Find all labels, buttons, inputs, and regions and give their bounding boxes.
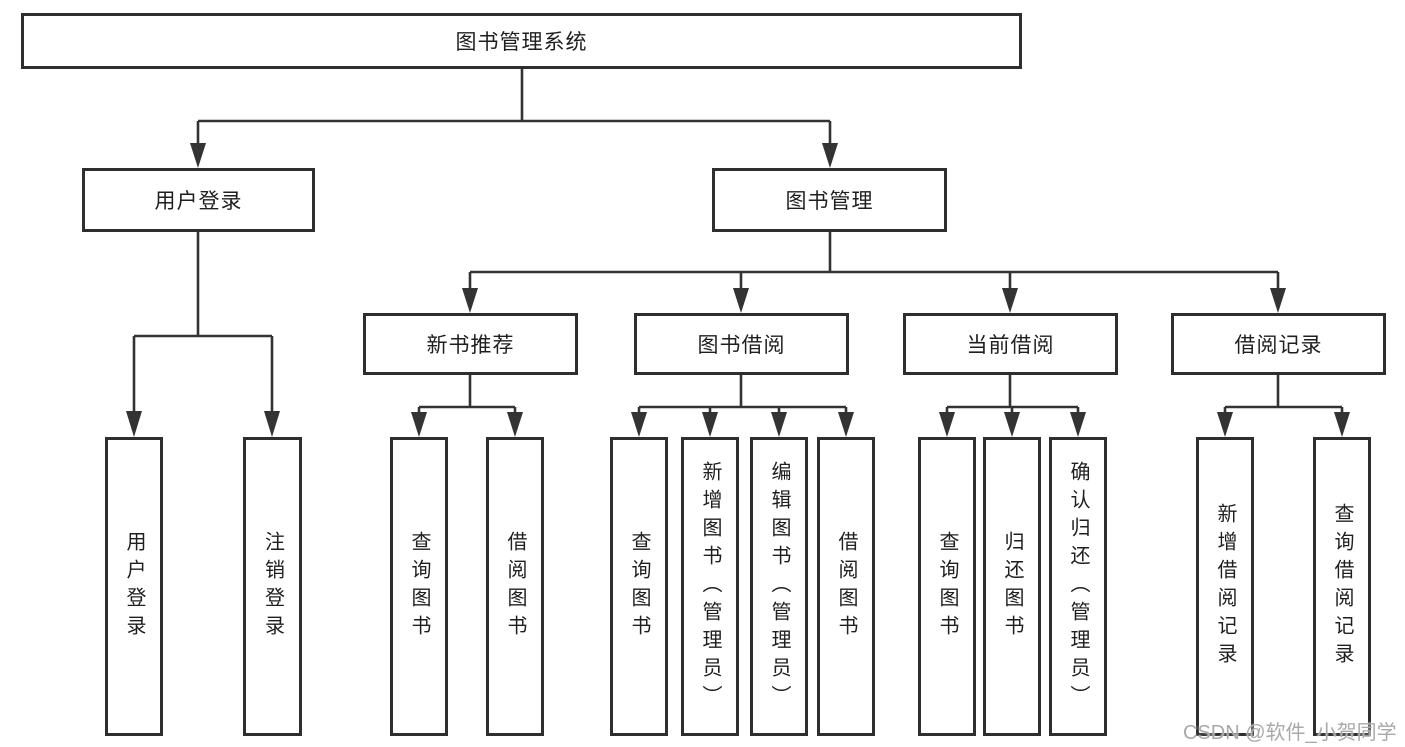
leaf-add-borrow-record: 新增借阅记录 — [1196, 437, 1254, 736]
leaf-query-books-current-label: 查询图书 — [936, 530, 958, 643]
leaf-logout-label: 注销登录 — [261, 530, 284, 643]
leaf-query-books-borrowing: 查询图书 — [610, 437, 668, 736]
edge-bookmgmt-to-level3 — [468, 232, 1280, 289]
edge-records-to-leaves — [1223, 375, 1344, 413]
node-root-label: 图书管理系统 — [455, 31, 588, 54]
leaf-return-book: 归还图书 — [983, 437, 1041, 736]
node-new-books-label: 新书推荐 — [426, 334, 515, 357]
leaf-user-login: 用户登录 — [105, 437, 163, 736]
leaf-borrow-books-newbooks: 借阅图书 — [486, 437, 544, 736]
leaf-add-book-admin-label: 新增图书（管理员） — [699, 460, 721, 713]
node-borrow-records: 借阅记录 — [1171, 313, 1386, 375]
csdn-watermark: CSDN @软件_小贺同学 — [1183, 722, 1397, 744]
leaf-user-login-label: 用户登录 — [123, 530, 145, 643]
edge-current-to-leaves — [945, 375, 1080, 413]
leaf-query-borrow-record-label: 查询借阅记录 — [1331, 502, 1353, 671]
node-user-login: 用户登录 — [82, 168, 315, 232]
leaf-edit-book-admin-label: 编辑图书（管理员） — [768, 460, 790, 713]
node-root: 图书管理系统 — [21, 13, 1022, 69]
leaf-edit-book-admin: 编辑图书（管理员） — [750, 437, 808, 736]
edge-newbooks-to-leaves — [417, 375, 517, 413]
leaf-borrow-books-newbooks-label: 借阅图书 — [504, 530, 526, 643]
leaf-borrow-books-borrowing-label: 借阅图书 — [835, 530, 857, 643]
leaf-query-books-current: 查询图书 — [918, 437, 976, 736]
node-book-borrowing-label: 图书借阅 — [697, 334, 786, 357]
edge-userlogin-to-leaves — [132, 232, 274, 413]
node-book-borrowing: 图书借阅 — [634, 313, 849, 375]
leaf-add-borrow-record-label: 新增借阅记录 — [1214, 502, 1236, 671]
edge-borrowing-to-leaves — [637, 375, 848, 413]
edge-root-to-level2 — [196, 69, 832, 144]
leaf-borrow-books-borrowing: 借阅图书 — [817, 437, 875, 736]
leaf-query-books-newbooks: 查询图书 — [390, 437, 448, 736]
leaf-confirm-return-admin: 确认归还（管理员） — [1049, 437, 1107, 736]
leaf-query-books-newbooks-label: 查询图书 — [408, 530, 430, 643]
node-book-management-label: 图书管理 — [785, 190, 874, 213]
node-current-borrow-label: 当前借阅 — [966, 334, 1055, 357]
node-current-borrow: 当前借阅 — [903, 313, 1118, 375]
leaf-confirm-return-admin-label: 确认归还（管理员） — [1067, 460, 1089, 713]
node-new-books: 新书推荐 — [363, 313, 578, 375]
leaf-logout: 注销登录 — [243, 437, 302, 736]
arrowheads — [126, 143, 1350, 437]
node-user-login-label: 用户登录 — [154, 190, 243, 213]
leaf-query-books-borrowing-label: 查询图书 — [628, 530, 650, 643]
leaf-query-borrow-record: 查询借阅记录 — [1313, 437, 1371, 736]
node-book-management: 图书管理 — [712, 168, 947, 232]
leaf-return-book-label: 归还图书 — [1001, 530, 1023, 643]
node-borrow-records-label: 借阅记录 — [1234, 334, 1323, 357]
leaf-add-book-admin: 新增图书（管理员） — [681, 437, 739, 736]
